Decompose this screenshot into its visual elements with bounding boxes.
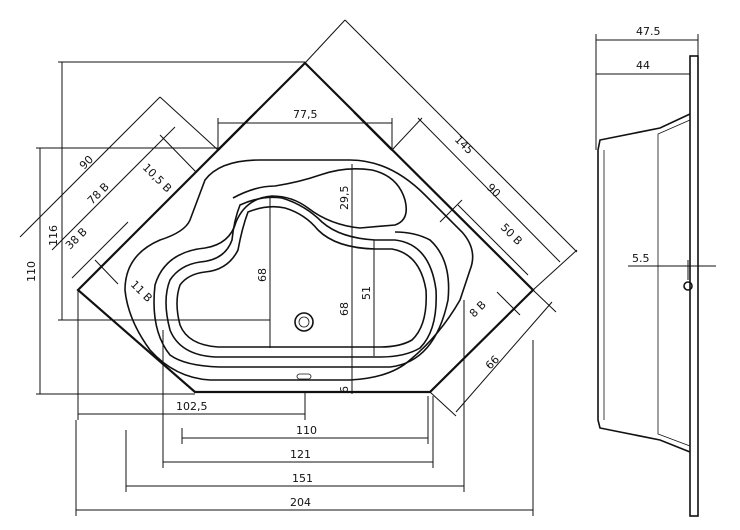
dim-102-5: 102,5 — [176, 400, 208, 413]
dim-8b: 8 B — [467, 298, 489, 320]
dim-51: 51 — [360, 286, 373, 300]
tub-rim-contour — [124, 159, 474, 381]
dim-90-right: 90 — [484, 181, 503, 200]
dim-47-5: 47.5 — [636, 25, 661, 38]
dim-77-5: 77,5 — [293, 108, 318, 121]
dim-90-left: 90 — [77, 153, 96, 172]
dim-38b: 38 B — [63, 225, 90, 252]
side-overflow — [683, 281, 693, 291]
dim-66: 66 — [483, 353, 502, 372]
dim-204: 204 — [290, 496, 311, 509]
side-rim — [689, 55, 699, 517]
plan-dimensions: 77,5 145 90 50 B 8 B 66 90 10,5 B 78 B — [19, 19, 578, 516]
dim-151: 151 — [292, 472, 313, 485]
side-tub-profile — [597, 113, 691, 453]
basin-upper-rim — [153, 168, 450, 368]
dim-44: 44 — [636, 59, 650, 72]
dim-29-5: 29,5 — [338, 186, 351, 211]
dim-145: 145 — [452, 133, 476, 157]
dim-110-horizontal: 110 — [296, 424, 317, 437]
plan-view — [76, 61, 535, 394]
side-view: 47.5 44 5.5 — [595, 25, 716, 517]
dim-5-5: 5.5 — [632, 252, 650, 265]
basin-inner — [165, 196, 437, 358]
edge-segment — [217, 111, 257, 151]
overflow-slot — [296, 373, 312, 380]
dim-6: 6 — [338, 386, 351, 393]
dim-11b: 11 B — [128, 278, 155, 305]
drain-inner — [298, 316, 310, 328]
basin-floor — [176, 205, 428, 348]
drain-outer — [294, 312, 314, 332]
dim-68-left: 68 — [256, 268, 269, 282]
dim-10-5b: 10,5 B — [140, 161, 174, 195]
tub-outer-contour — [76, 61, 535, 394]
edge-segment — [353, 111, 393, 151]
dim-121: 121 — [290, 448, 311, 461]
dim-110-vertical: 110 — [25, 261, 38, 282]
dim-116: 116 — [47, 225, 60, 246]
dim-68-right: 68 — [338, 302, 351, 316]
side-tub-inner — [657, 119, 691, 447]
dim-50b: 50 B — [498, 221, 525, 248]
